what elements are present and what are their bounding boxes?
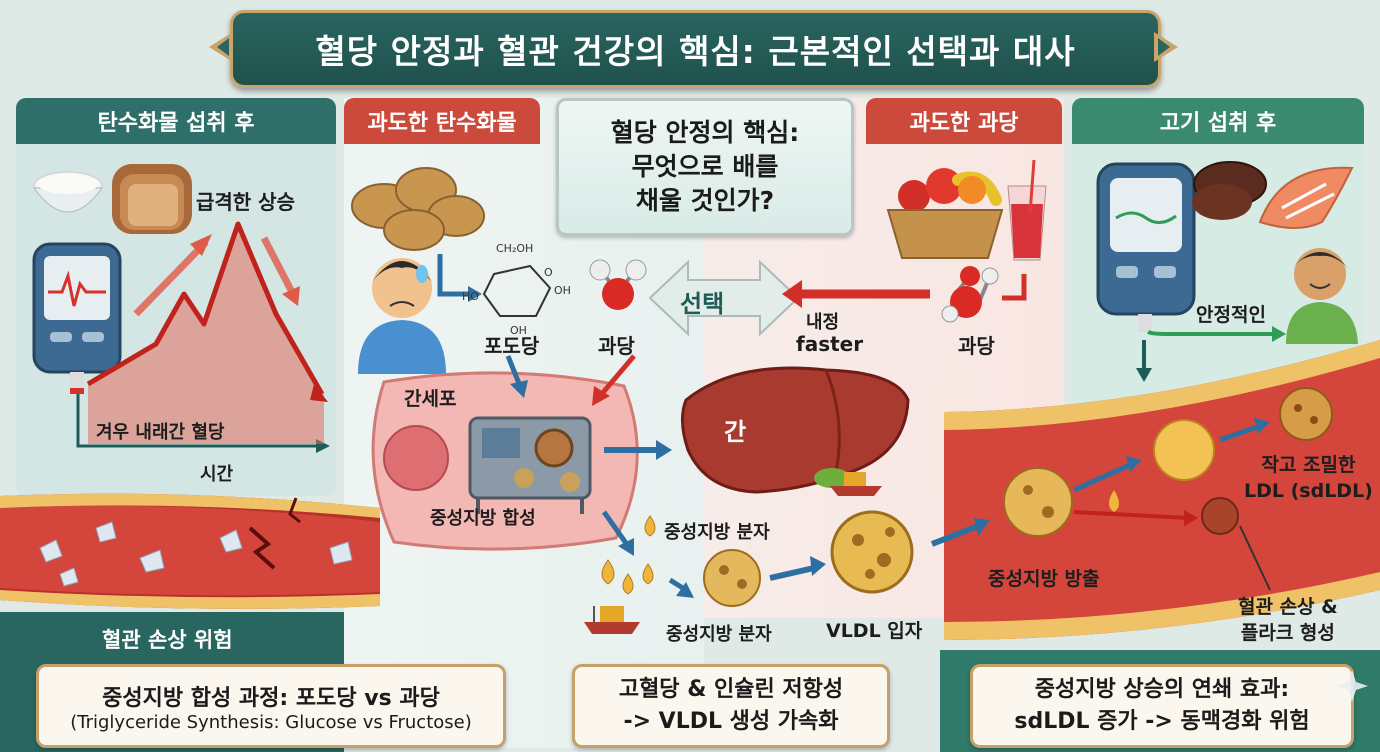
svg-text:OH: OH <box>554 284 571 297</box>
salmon-icon <box>1258 166 1354 229</box>
svg-text:O: O <box>544 266 553 279</box>
naejeong-label: 내정 <box>806 312 840 333</box>
note-middle: 고혈당 & 인슐린 저항성 -> VLDL 생성 가속화 <box>572 664 890 748</box>
center-question-box: 혈당 안정의 핵심: 무엇으로 배를 채울 것인가? <box>556 98 854 236</box>
title-banner: 혈당 안정과 혈관 건강의 핵심: 근본적인 선택과 대사 <box>230 10 1161 88</box>
potato-icon <box>351 167 485 251</box>
stable-label: 안정적인 <box>1196 304 1266 326</box>
tg-synthesis-label: 중성지방 합성 <box>430 508 536 529</box>
right-blood-vessel <box>944 340 1380 640</box>
left-blood-vessel <box>0 493 380 609</box>
liver-cell-label: 간세포 <box>404 388 457 410</box>
center-left-illustration: CH₂OH O OH HO OH <box>351 167 571 374</box>
fruit-illustration <box>886 159 1047 301</box>
sugar-crystal-icon <box>39 521 353 587</box>
glucose-label: 포도당 <box>484 334 540 358</box>
note-right: 중성지방 상승의 연쇄 효과: sdLDL 증가 -> 동맥경화 위험 <box>970 664 1354 748</box>
molecule-icon <box>941 266 999 323</box>
plaque-label: 혈관 손상 & 플라크 형성 <box>1238 596 1338 644</box>
glucose-meter-icon <box>1096 162 1196 332</box>
glucose-molecule-icon <box>482 264 552 317</box>
rice-bowl-icon <box>33 171 103 213</box>
title-ornament-left <box>209 32 233 62</box>
fruit-basket-icon <box>886 168 1004 259</box>
liver-icon <box>681 366 910 494</box>
drop-label: 겨우 내래간 혈당 <box>96 422 225 443</box>
x-axis-label: 시간 <box>200 464 234 485</box>
boat-icon <box>584 606 640 634</box>
liver-label: 간 <box>724 418 747 446</box>
lipid-droplet-icon <box>1109 490 1119 512</box>
choice-label: 선택 <box>680 290 725 318</box>
steak-icon <box>1192 161 1267 220</box>
left-illustration <box>32 164 330 453</box>
juice-glass-icon <box>1007 159 1047 261</box>
title-ornament-right <box>1154 32 1178 62</box>
panel-header-excess-carb: 과도한 탄수화물 <box>344 98 540 144</box>
svg-text:OH: OH <box>510 324 527 337</box>
page-title: 혈당 안정과 혈관 건강의 핵심: 근본적인 선택과 대사 <box>315 32 1076 71</box>
tg-molecule-label-1: 중성지방 분자 <box>664 522 770 543</box>
lipid-droplet-icon <box>601 515 656 595</box>
spike-label: 급격한 상승 <box>196 190 295 214</box>
liver-cell-illustration <box>371 371 639 551</box>
choice-illustration <box>589 259 999 337</box>
glucose-meter-icon <box>32 242 122 394</box>
panel-header-meat-after: 고기 섭취 후 <box>1072 98 1364 144</box>
boat-icon <box>830 472 882 496</box>
vldl-to-vessel-arrow <box>930 518 990 547</box>
sdldl-label: 작고 조밀한 LDL (sdLDL) <box>1244 454 1373 502</box>
worried-person-icon <box>358 258 446 374</box>
gear-machine-icon <box>468 416 592 514</box>
tg-release-label: 중성지방 방출 <box>988 568 1100 590</box>
lipid-transport-illustration <box>584 472 914 634</box>
note-left: 중성지방 합성 과정: 포도당 vs 과당 (Triglyceride Synt… <box>36 664 506 748</box>
vessel-risk-label: 혈관 손상 위험 <box>102 628 233 652</box>
sparkle-icon <box>1336 670 1368 702</box>
fructose-right-label: 과당 <box>958 334 995 358</box>
tg-molecule-label-2: 중성지방 분자 <box>666 624 772 645</box>
panel-header-excess-sugar: 과도한 과당 <box>866 98 1062 144</box>
vldl-label: VLDL 입자 <box>826 620 923 642</box>
svg-text:HO: HO <box>462 290 479 303</box>
molecule-icon <box>589 259 647 310</box>
right-illustration <box>1096 161 1358 382</box>
happy-person-icon <box>1286 248 1358 344</box>
svg-text:CH₂OH: CH₂OH <box>496 242 533 255</box>
panel-header-carb-after: 탄수화물 섭취 후 <box>16 98 336 144</box>
fructose-left-label: 과당 <box>598 334 635 358</box>
bread-icon <box>112 164 192 234</box>
cell-arrows <box>505 354 672 556</box>
faster-label: faster <box>796 332 864 356</box>
